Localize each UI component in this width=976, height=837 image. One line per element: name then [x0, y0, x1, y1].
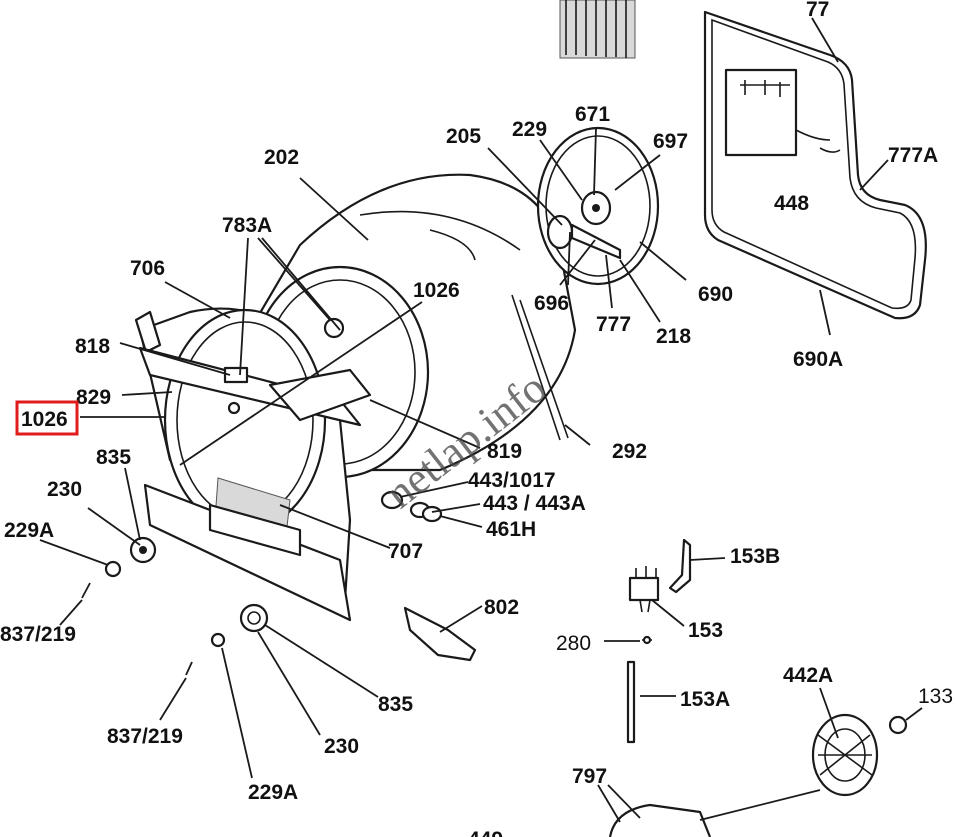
thermostat-parts [626, 538, 692, 744]
top-filter-part [559, 0, 636, 59]
label-837-219-bottom: 837/219 [107, 725, 183, 748]
label-202: 202 [264, 146, 299, 169]
label-835-top: 835 [96, 446, 131, 469]
label-835-bottom: 835 [378, 693, 413, 716]
label-218: 218 [656, 325, 691, 348]
label-797: 797 [572, 765, 607, 788]
label-697: 697 [653, 130, 688, 153]
label-837-219-top: 837/219 [0, 623, 76, 646]
label-205: 205 [446, 125, 481, 148]
label-229A-top: 229A [4, 519, 54, 542]
rear-bearing-plate-part [536, 126, 660, 286]
label-153A: 153A [680, 688, 730, 711]
label-696: 696 [534, 292, 569, 315]
bracket-802-part [403, 606, 477, 662]
label-690: 690 [698, 283, 733, 306]
label-449: 449 [468, 828, 503, 837]
label-1026-highlighted: 1026 [21, 408, 68, 431]
label-706: 706 [130, 257, 165, 280]
label-783A: 783A [222, 214, 272, 237]
label-443-1017: 443/1017 [468, 469, 556, 492]
label-442A: 442A [783, 664, 833, 687]
label-819: 819 [487, 440, 522, 463]
label-153: 153 [688, 619, 723, 642]
label-690A: 690A [793, 348, 843, 371]
part-number-labels: 77 777A 448 690A 202 205 229 671 697 690… [0, 0, 953, 837]
label-229A-bottom: 229A [248, 781, 298, 804]
label-671: 671 [575, 103, 610, 126]
label-802: 802 [484, 596, 519, 619]
label-280: 280 [556, 632, 591, 655]
label-133: 133 [918, 685, 953, 708]
label-153B: 153B [730, 545, 780, 568]
label-818: 818 [75, 335, 110, 358]
label-707: 707 [388, 540, 423, 563]
label-829: 829 [76, 386, 111, 409]
label-229-top: 229 [512, 118, 547, 141]
label-777A: 777A [888, 144, 938, 167]
small-hardware-parts [81, 490, 443, 676]
rear-panel-part [703, 10, 927, 320]
label-777: 777 [596, 313, 631, 336]
label-230-bottom: 230 [324, 735, 359, 758]
highlight-box [15, 400, 79, 436]
label-461H: 461H [486, 518, 536, 541]
label-77: 77 [806, 0, 829, 21]
label-230-top: 230 [47, 478, 82, 501]
leader-lines [39, 17, 889, 823]
label-1026-top: 1026 [413, 279, 460, 302]
label-292: 292 [612, 440, 647, 463]
fan-motor-parts [608, 707, 923, 837]
module-448 [724, 68, 798, 157]
label-443-443A: 443 / 443A [483, 492, 586, 515]
lint-filter-part [208, 477, 302, 557]
label-448: 448 [774, 192, 809, 215]
